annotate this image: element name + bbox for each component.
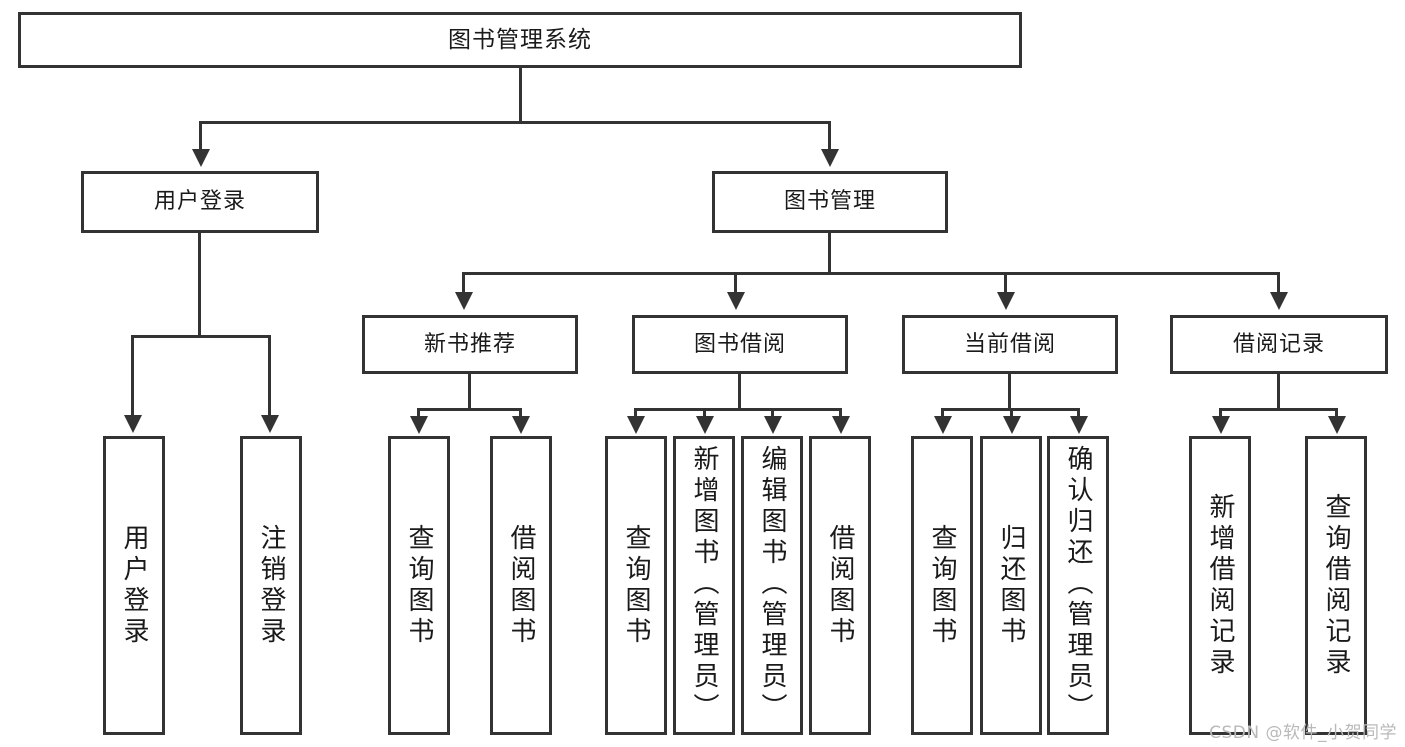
node-label: 借阅图书 [825, 523, 855, 648]
connector-to-borrow-record [1277, 272, 1280, 294]
node-label: 借阅记录 [1232, 331, 1325, 357]
leaf-borrow-record-1[interactable]: 查询借阅记录 [1305, 436, 1367, 735]
connector-book-borrow-child-0 [634, 408, 637, 418]
node-label: 新书推荐 [423, 331, 516, 357]
arrow-to-user-login [192, 149, 210, 167]
arrow-borrow-record-child-0 [1212, 416, 1230, 434]
connector-new-book-child-1 [519, 408, 522, 418]
arrow-user-login-child-0 [124, 415, 142, 433]
node-book-management[interactable]: 图书管理 [712, 171, 948, 233]
node-label: 新增图书（管理员） [689, 445, 719, 724]
connector-user-login-bus [131, 335, 270, 338]
node-label: 借阅图书 [506, 523, 536, 648]
node-label: 用户登录 [153, 189, 246, 215]
arrow-book-borrow-child-0 [627, 416, 645, 434]
connector-user-login-child-1 [268, 335, 271, 417]
connector-level2-bus [462, 272, 1280, 275]
connector-user-login-stem [198, 233, 201, 335]
arrow-new-book-child-1 [512, 416, 530, 434]
node-current-borrow[interactable]: 当前借阅 [902, 315, 1118, 374]
connector-new-book-stem [468, 374, 471, 408]
node-new-book-recommend[interactable]: 新书推荐 [362, 315, 578, 374]
leaf-borrow-record-0[interactable]: 新增借阅记录 [1189, 436, 1251, 735]
node-label: 归还图书 [996, 523, 1026, 648]
arrow-user-login-child-1 [261, 415, 279, 433]
connector-root-stem [519, 68, 522, 121]
connector-book-borrow-child-1 [703, 408, 706, 418]
connector-book-borrow-stem [738, 374, 741, 408]
arrow-to-new-book [455, 292, 473, 310]
arrow-to-book-manage [821, 149, 839, 167]
connector-current-borrow-child-1 [1010, 408, 1013, 418]
connector-user-login-child-0 [131, 335, 134, 417]
leaf-book-borrow-1[interactable]: 新增图书（管理员） [673, 436, 735, 735]
node-label: 查询借阅记录 [1321, 492, 1351, 679]
connector-level1-bus [199, 121, 831, 124]
leaf-book-borrow-0[interactable]: 查询图书 [605, 436, 667, 735]
connector-to-book-borrow [734, 272, 737, 294]
connector-book-manage-stem [828, 233, 831, 272]
connector-new-book-child-0 [417, 408, 420, 418]
node-user-login[interactable]: 用户登录 [81, 171, 319, 233]
node-label: 确认归还（管理员） [1063, 445, 1093, 724]
arrow-current-borrow-child-1 [1003, 416, 1021, 434]
arrow-to-current-borrow [997, 292, 1015, 310]
node-root-system[interactable]: 图书管理系统 [18, 12, 1022, 68]
leaf-user-login-0[interactable]: 用户登录 [103, 436, 165, 735]
node-label: 图书管理系统 [448, 26, 592, 53]
connector-to-current-borrow [1004, 272, 1007, 294]
arrow-new-book-child-0 [410, 416, 428, 434]
node-label: 图书管理 [783, 189, 876, 215]
arrow-to-borrow-record [1270, 292, 1288, 310]
arrow-borrow-record-child-1 [1328, 416, 1346, 434]
leaf-book-borrow-3[interactable]: 借阅图书 [809, 436, 871, 735]
connector-current-borrow-child-2 [1077, 408, 1080, 418]
arrow-book-borrow-child-1 [696, 416, 714, 434]
connector-borrow-record-stem [1277, 374, 1280, 408]
leaf-new-book-0[interactable]: 查询图书 [388, 436, 450, 735]
arrow-book-borrow-child-2 [764, 416, 782, 434]
connector-to-user-login [199, 121, 202, 151]
arrow-to-book-borrow [727, 292, 745, 310]
node-label: 新增借阅记录 [1205, 492, 1235, 679]
node-borrow-record[interactable]: 借阅记录 [1170, 315, 1388, 374]
node-label: 查询图书 [621, 523, 651, 648]
connector-book-borrow-child-3 [839, 408, 842, 418]
leaf-new-book-1[interactable]: 借阅图书 [490, 436, 552, 735]
connector-to-new-book [462, 272, 465, 294]
node-label: 图书借阅 [693, 331, 786, 357]
arrow-book-borrow-child-3 [832, 416, 850, 434]
leaf-current-borrow-0[interactable]: 查询图书 [911, 436, 973, 735]
arrow-current-borrow-child-0 [934, 416, 952, 434]
leaf-user-login-1[interactable]: 注销登录 [240, 436, 302, 735]
node-label: 用户登录 [119, 523, 149, 648]
connector-new-book-bus [417, 408, 522, 411]
connector-borrow-record-child-1 [1335, 408, 1338, 418]
connector-current-borrow-child-0 [941, 408, 944, 418]
connector-to-book-manage [828, 121, 831, 151]
connector-book-borrow-bus [634, 408, 842, 411]
node-label: 编辑图书（管理员） [757, 445, 787, 724]
connector-borrow-record-bus [1219, 408, 1338, 411]
csdn-watermark: CSDN @软件_小贺同学 [1209, 723, 1397, 743]
node-book-borrow[interactable]: 图书借阅 [632, 315, 848, 374]
node-label: 注销登录 [256, 523, 286, 648]
leaf-current-borrow-1[interactable]: 归还图书 [980, 436, 1042, 735]
node-label: 当前借阅 [963, 331, 1056, 357]
leaf-book-borrow-2[interactable]: 编辑图书（管理员） [741, 436, 803, 735]
connector-book-borrow-child-2 [771, 408, 774, 418]
node-label: 查询图书 [404, 523, 434, 648]
connector-current-borrow-stem [1008, 374, 1011, 408]
leaf-current-borrow-2[interactable]: 确认归还（管理员） [1047, 436, 1109, 735]
arrow-current-borrow-child-2 [1070, 416, 1088, 434]
connector-borrow-record-child-0 [1219, 408, 1222, 418]
node-label: 查询图书 [927, 523, 957, 648]
